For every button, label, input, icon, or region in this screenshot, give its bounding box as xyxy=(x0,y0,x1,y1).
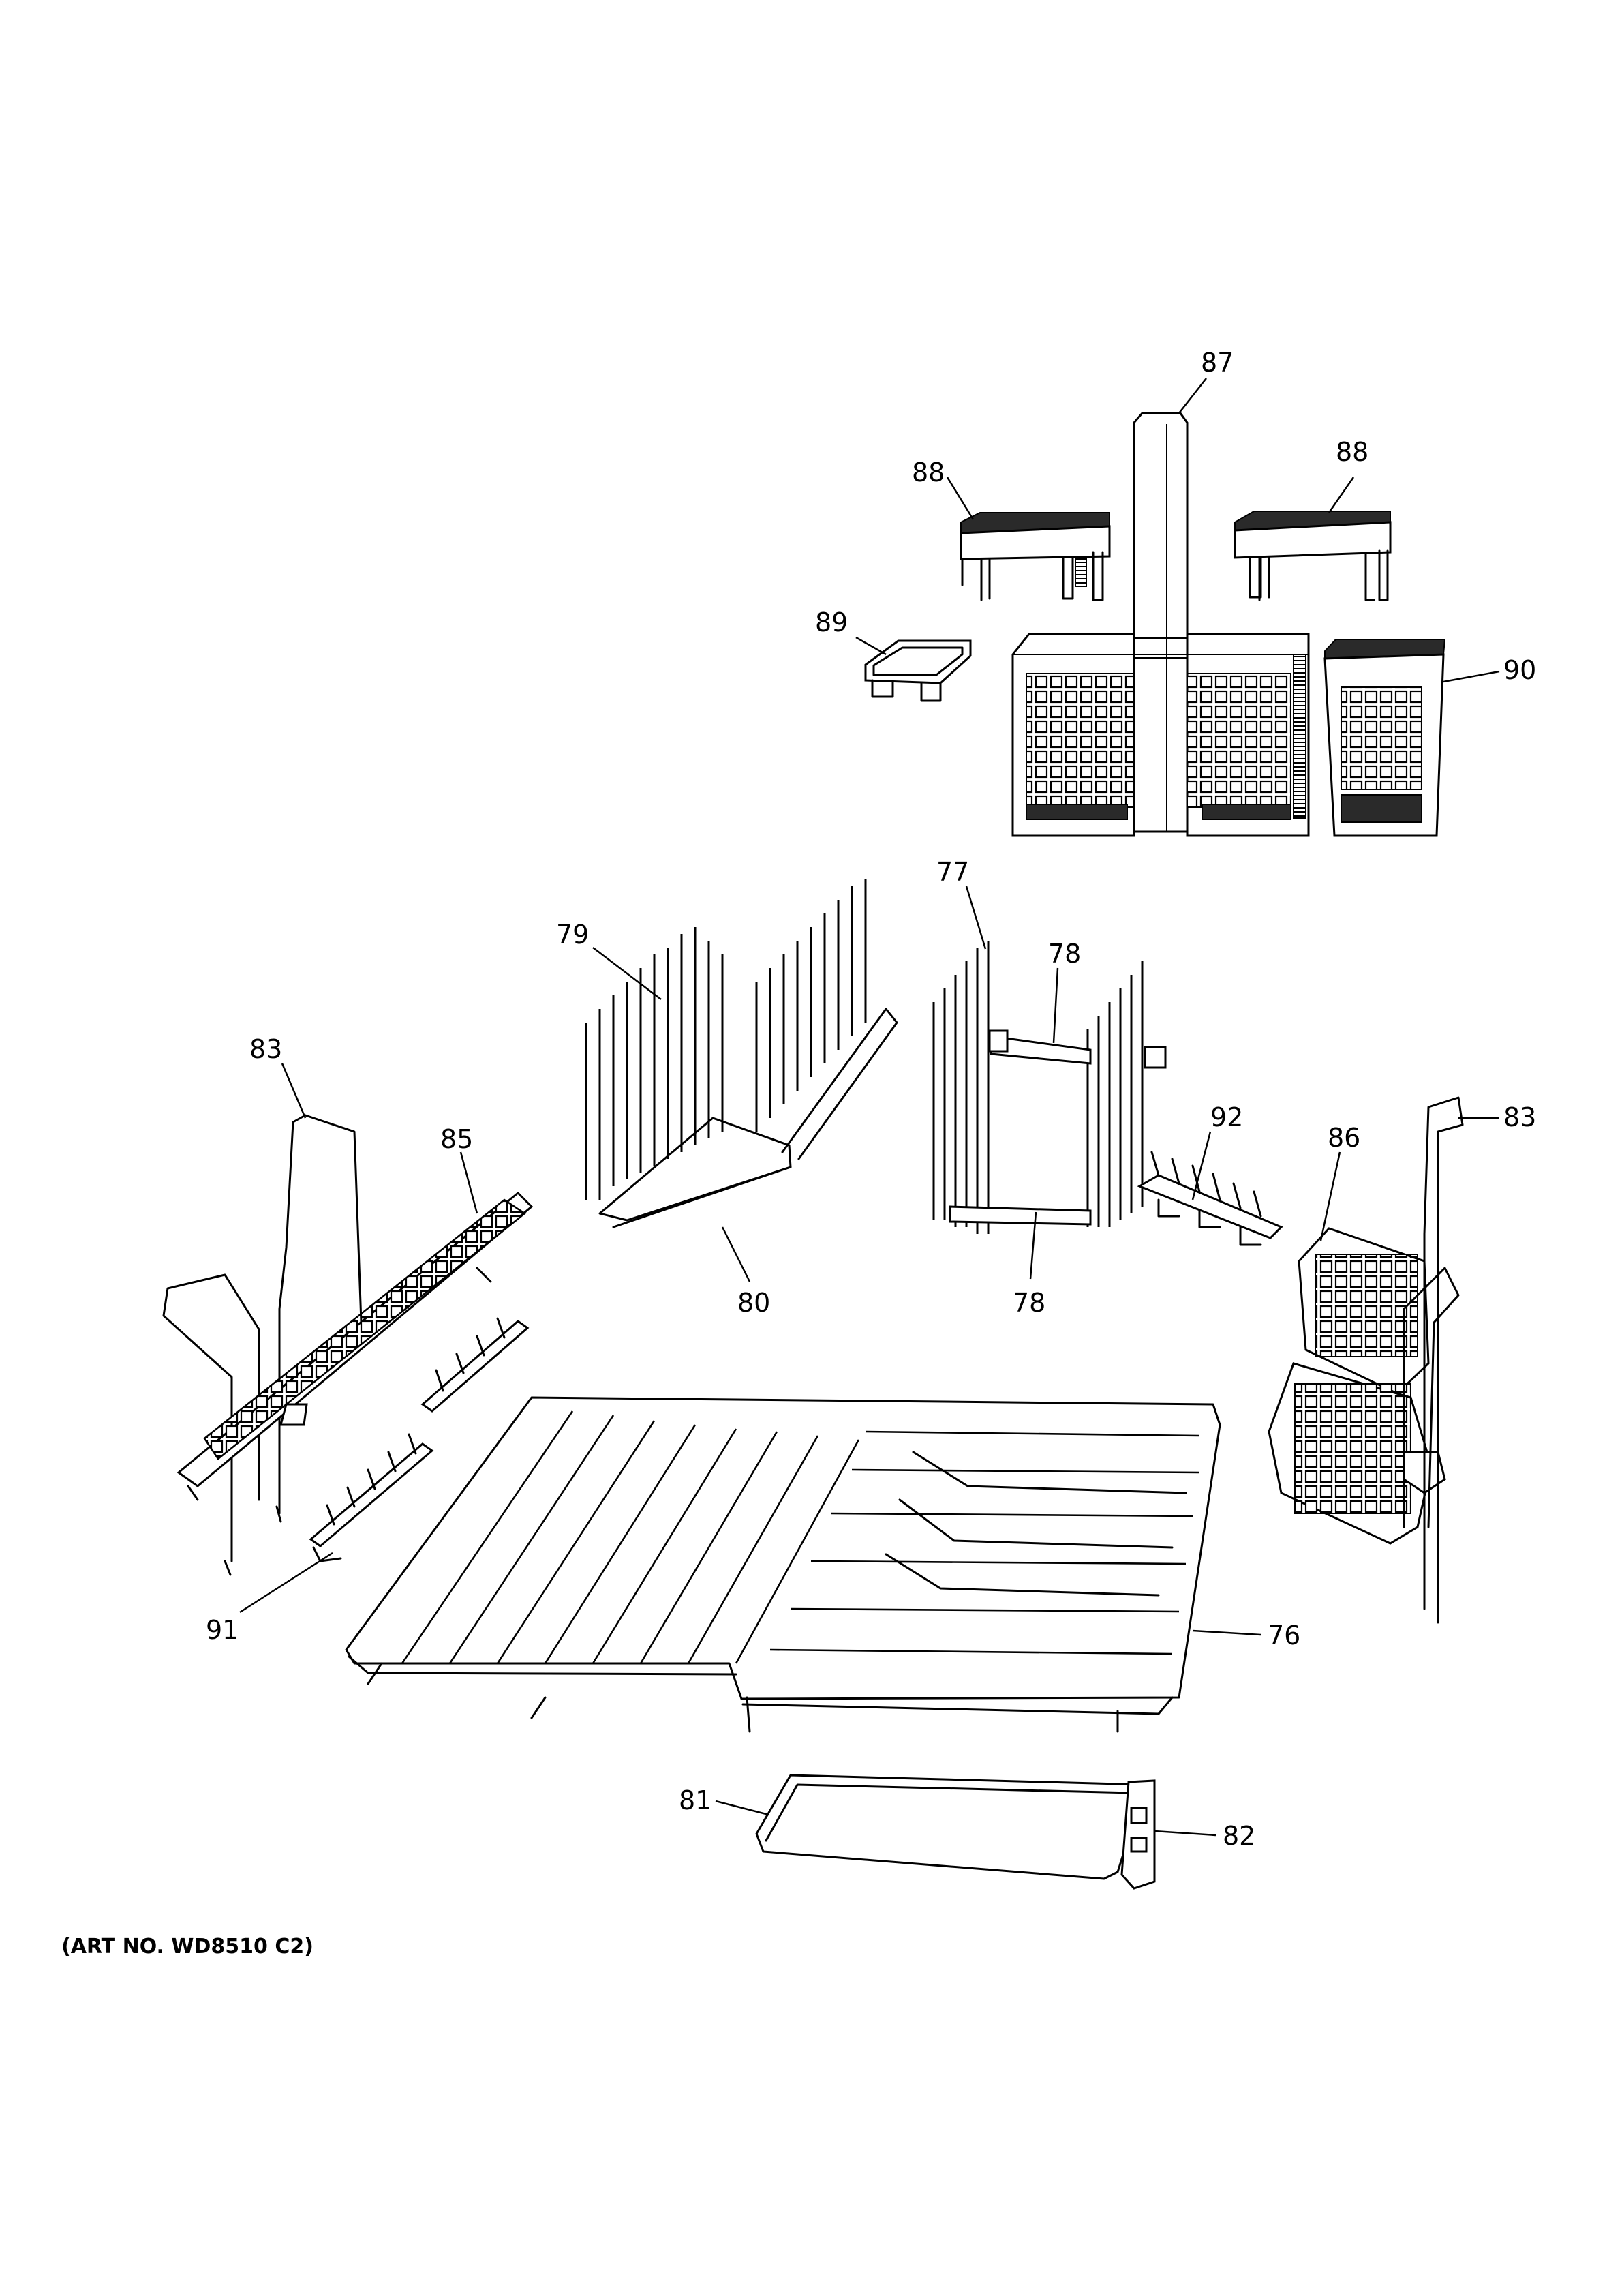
support-arm-left-part xyxy=(162,1114,363,1576)
callout-77: 77 xyxy=(936,857,969,887)
callout-80: 80 xyxy=(737,1288,770,1318)
callout-79: 79 xyxy=(556,920,589,950)
callout-labels: 87 88 88 89 90 77 78 79 83 85 92 86 83 8… xyxy=(206,348,1536,1851)
folding-shelf-right-part xyxy=(1268,1227,1446,1545)
callout-92: 92 xyxy=(1210,1102,1243,1132)
callout-85: 85 xyxy=(440,1124,473,1154)
small-cup-part xyxy=(864,639,972,702)
folding-shelf-left-part xyxy=(177,1191,534,1501)
callout-81: 81 xyxy=(679,1785,711,1815)
hook-strip-upper-part xyxy=(420,1317,530,1413)
handle-clip-part xyxy=(1120,1779,1156,1890)
tine-rack-part xyxy=(585,879,898,1228)
callout-82: 82 xyxy=(1223,1821,1255,1851)
callout-78-bottom: 78 xyxy=(1013,1288,1045,1318)
silverware-basket-part xyxy=(1011,633,1310,837)
clip-strip-part xyxy=(1137,1151,1283,1246)
callout-88-right: 88 xyxy=(1336,437,1368,467)
side-basket-part xyxy=(1323,639,1446,837)
callout-89: 89 xyxy=(815,607,848,637)
callout-83-right: 83 xyxy=(1503,1102,1536,1132)
rack-handle-part xyxy=(755,1774,1146,1880)
callout-86: 86 xyxy=(1328,1123,1360,1153)
basket-handle-part xyxy=(1133,412,1189,833)
callout-76: 76 xyxy=(1268,1620,1300,1650)
hook-strip-lower-part xyxy=(309,1433,434,1562)
basket-lid-right-part xyxy=(1234,511,1392,601)
upper-rack-part xyxy=(345,1396,1221,1733)
callout-91: 91 xyxy=(206,1615,239,1645)
callout-88-left: 88 xyxy=(912,457,945,487)
callout-78-top: 78 xyxy=(1048,939,1081,969)
support-arm-right-part xyxy=(1403,1096,1464,1624)
callout-87: 87 xyxy=(1201,348,1234,378)
callout-90: 90 xyxy=(1503,655,1536,685)
art-number: (ART NO. WD8510 C2) xyxy=(61,1935,313,1959)
stemware-rack-part xyxy=(932,941,1167,1234)
basket-lid-left-part xyxy=(960,512,1111,601)
callout-leaders xyxy=(239,378,1500,1837)
callout-83-left: 83 xyxy=(249,1034,282,1064)
